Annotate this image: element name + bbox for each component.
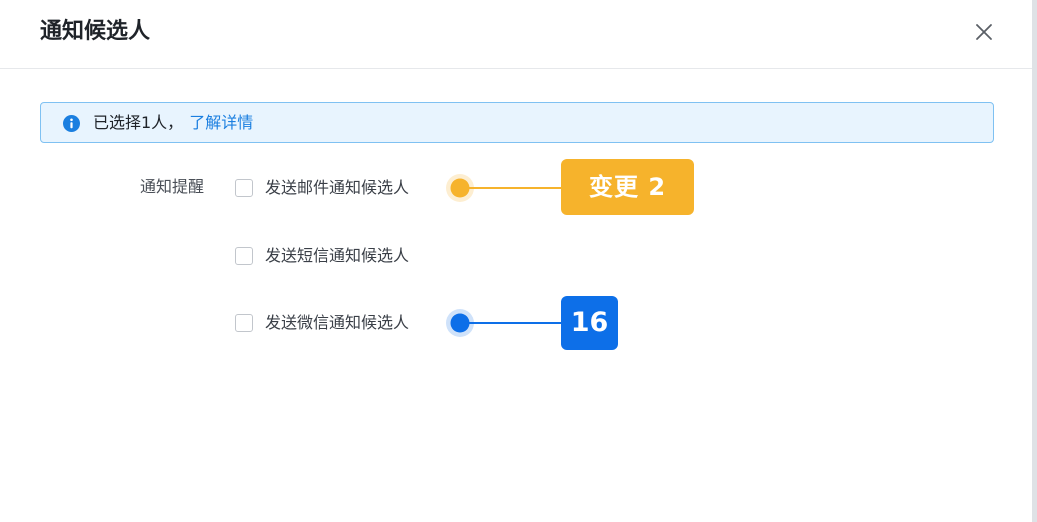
background-edge [1032,0,1037,522]
close-icon [976,24,992,40]
dialog-title: 通知候选人 [40,19,151,44]
change-count-badge: 变更 2 [561,159,694,215]
number-badge: 16 [561,296,618,350]
close-button[interactable] [970,18,998,46]
learn-more-link[interactable]: 了解详情 [189,113,254,132]
email-notify-label: 发送邮件通知候选人 [265,178,410,197]
notification-field-label: 通知提醒 [140,177,205,196]
sms-notify-checkbox[interactable] [235,247,253,265]
sms-notify-label: 发送短信通知候选人 [265,246,410,265]
email-notify-option[interactable]: 发送邮件通知候选人 [235,177,409,199]
dialog-header: 通知候选人 [0,0,1032,69]
selected-count-text: 已选择1人， [93,113,184,132]
wechat-notify-label: 发送微信通知候选人 [265,313,410,332]
selection-info-banner: 已选择1人， 了解详情 [40,102,994,143]
info-icon [63,115,80,132]
sms-notify-option[interactable]: 发送短信通知候选人 [235,245,409,267]
wechat-notify-checkbox[interactable] [235,314,253,332]
info-text: 已选择1人， 了解详情 [93,113,253,133]
email-notify-checkbox[interactable] [235,179,253,197]
wechat-notify-option[interactable]: 发送微信通知候选人 [235,312,409,334]
